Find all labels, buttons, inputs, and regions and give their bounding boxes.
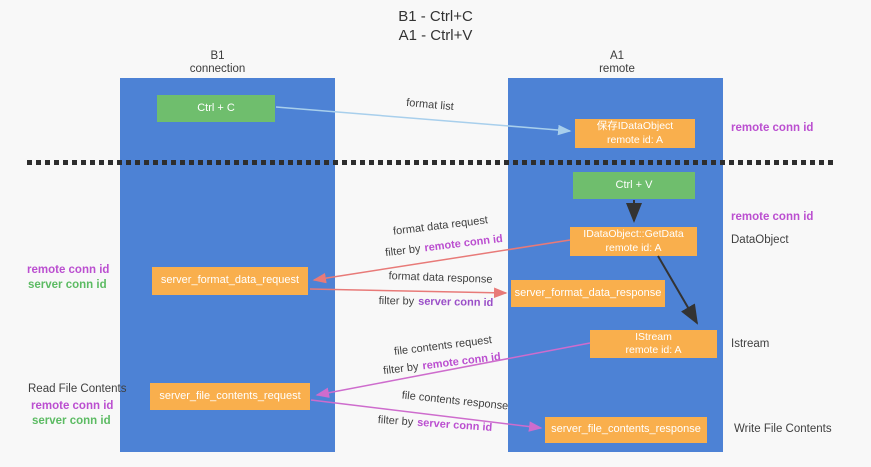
phase-separator-dashed-line xyxy=(27,160,833,165)
diagram-title: B1 - Ctrl+C A1 - Ctrl+V xyxy=(0,8,871,46)
filter-by-text: filter by xyxy=(377,414,414,429)
annotation-istream: Istream xyxy=(731,338,770,350)
lane-a1-subtitle: remote xyxy=(599,63,635,76)
server-conn-id-text: server conn id xyxy=(416,416,493,434)
server-format-data-response-label: server_format_data_response xyxy=(514,286,662,299)
node-ctrl-c: Ctrl + C xyxy=(157,95,275,122)
label-format-data-response: format data response xyxy=(388,270,493,286)
node-istream: IStream remote id: A xyxy=(590,330,717,358)
title-line-2: A1 - Ctrl+V xyxy=(398,26,473,44)
node-server-file-contents-request: server_file_contents_request xyxy=(150,383,310,410)
lane-header-a1: A1 remote xyxy=(508,50,726,76)
annotation-remote-conn-id-left-2: remote conn id xyxy=(31,400,114,412)
remote-conn-id-text: remote conn id xyxy=(421,350,502,373)
label-format-list: format list xyxy=(405,96,455,114)
node-server-format-data-response: server_format_data_response xyxy=(511,280,665,307)
server-file-contents-request-label: server_file_contents_request xyxy=(159,389,301,402)
lane-b1-subtitle: connection xyxy=(189,63,246,76)
filter-by-text: filter by xyxy=(384,242,422,260)
lane-a1-title: A1 xyxy=(609,50,625,62)
filter-by-text: filter by xyxy=(382,360,420,378)
lane-b1-title: B1 xyxy=(210,50,225,62)
node-server-format-data-request: server_format_data_request xyxy=(152,267,308,295)
istream-line2: remote id: A xyxy=(625,344,682,356)
filter-by-text: filter by xyxy=(378,295,415,308)
node-ctrl-v: Ctrl + V xyxy=(573,172,695,199)
remote-conn-id-text: remote conn id xyxy=(423,232,504,255)
getdata-line1: IDataObject::GetData xyxy=(583,228,684,241)
annotation-server-conn-id-left-1: server conn id xyxy=(28,279,107,291)
annotation-server-conn-id-left-2: server conn id xyxy=(32,415,111,427)
server-format-data-request-label: server_format_data_request xyxy=(160,274,300,287)
server-file-contents-response-label: server_file_contents_response xyxy=(551,423,701,436)
node-idataobject-getdata: IDataObject::GetData remote id: A xyxy=(570,227,697,256)
getdata-line2: remote id: A xyxy=(605,241,662,254)
node-save-idataobject: 保存IDataObject remote id: A xyxy=(575,119,695,148)
label-file-contents-response: file contents response xyxy=(401,389,509,413)
annotation-remote-conn-id-mid: remote conn id xyxy=(731,211,814,223)
ctrl-c-label: Ctrl + C xyxy=(197,101,235,114)
annotation-dataobject: DataObject xyxy=(731,234,789,246)
annotation-remote-conn-id-top: remote conn id xyxy=(731,122,814,134)
annotation-remote-conn-id-left-1: remote conn id xyxy=(27,264,110,276)
save-idataobject-line2: remote id: A xyxy=(606,133,664,146)
istream-line1: IStream xyxy=(635,330,672,343)
lane-header-b1: B1 connection xyxy=(120,50,315,76)
title-line-1: B1 - Ctrl+C xyxy=(398,8,473,25)
node-server-file-contents-response: server_file_contents_response xyxy=(545,417,707,443)
server-conn-id-text: server conn id xyxy=(418,295,494,309)
arrow-format-data-response xyxy=(309,287,508,299)
ctrl-v-label: Ctrl + V xyxy=(615,178,653,191)
annotation-write-file-contents: Write File Contents xyxy=(734,423,832,435)
save-idataobject-line1: 保存IDataObject xyxy=(596,120,674,133)
annotation-read-file-contents: Read File Contents xyxy=(28,383,127,395)
